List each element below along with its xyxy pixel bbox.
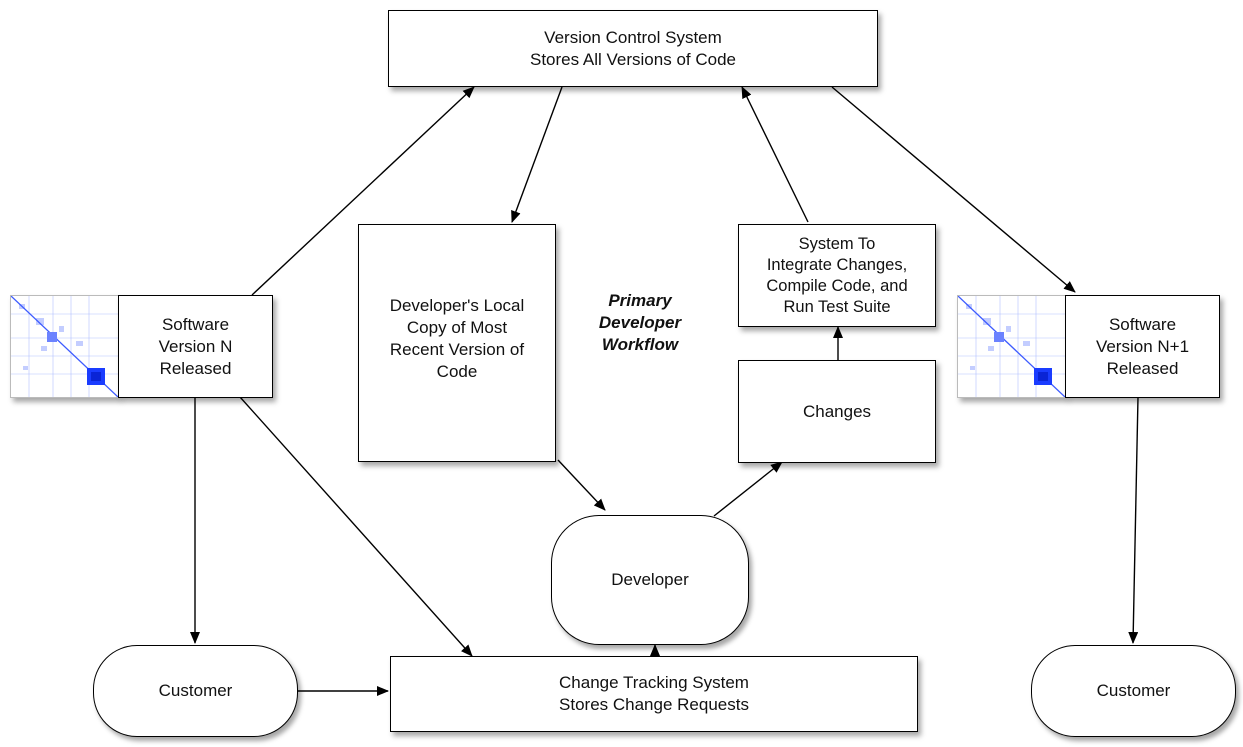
changes-label: Changes: [802, 401, 872, 421]
integrate-system-box: System To Integrate Changes, Compile Cod…: [738, 224, 936, 327]
version-n1-line-3: Released: [1106, 358, 1179, 378]
arrow-integrate-to-vcs: [741, 86, 809, 223]
customer-node-right: Customer: [1031, 645, 1236, 737]
workflow-line-2: Developer: [598, 313, 682, 332]
matrix-thumbnail-left: [10, 295, 119, 398]
workflow-line-1: Primary: [608, 291, 672, 310]
arrow-developer-to-changes: [713, 461, 783, 517]
version-n1-line-1: Software: [1108, 314, 1177, 334]
integrate-line-4: Run Test Suite: [783, 297, 891, 316]
software-version-n1-box: Software Version N+1 Released: [1065, 295, 1220, 398]
developer-node: Developer: [551, 515, 749, 645]
matrix-plot-icon: [958, 296, 1065, 397]
change-tracking-system-box: Change Tracking System Stores Change Req…: [390, 656, 918, 732]
customer-node-left: Customer: [93, 645, 298, 737]
tracking-subtitle: Stores Change Requests: [559, 695, 749, 714]
local-copy-line-2: Copy of Most: [406, 318, 508, 337]
arrow-version-n1-to-customer: [1128, 396, 1139, 644]
changes-box: Changes: [738, 360, 936, 463]
local-copy-line-4: Code: [436, 362, 478, 381]
matrix-thumbnail-right: [957, 295, 1066, 398]
integrate-line-2: Integrate Changes,: [766, 255, 908, 274]
arrow-version-n-to-vcs: [251, 86, 475, 296]
customer-right-label: Customer: [1096, 681, 1171, 700]
version-n1-line-2: Version N+1: [1095, 336, 1190, 356]
arrow-vcs-to-version-n1: [831, 86, 1076, 293]
matrix-plot-icon: [11, 296, 118, 397]
version-n-line-2: Version N: [158, 336, 233, 356]
version-control-system-box: Version Control System Stores All Versio…: [388, 10, 878, 87]
developer-label: Developer: [611, 570, 689, 589]
arrow-version-n-to-tracking: [239, 396, 473, 657]
arrow-local-copy-to-developer: [557, 459, 606, 511]
vcs-title: Version Control System: [544, 27, 722, 47]
local-copy-box: Developer's Local Copy of Most Recent Ve…: [358, 224, 556, 462]
version-n-line-1: Software: [161, 314, 230, 334]
customer-left-label: Customer: [158, 681, 233, 700]
vcs-subtitle: Stores All Versions of Code: [529, 49, 736, 69]
arrow-vcs-to-local-copy: [511, 86, 563, 223]
tracking-title: Change Tracking System: [559, 673, 749, 692]
local-copy-line-1: Developer's Local: [389, 296, 525, 315]
primary-workflow-label: Primary Developer Workflow: [580, 290, 700, 356]
integrate-line-1: System To: [798, 234, 876, 253]
software-version-n-box: Software Version N Released: [118, 295, 273, 398]
integrate-line-3: Compile Code, and: [766, 276, 908, 295]
workflow-line-3: Workflow: [601, 335, 679, 354]
local-copy-line-3: Recent Version of: [389, 340, 525, 359]
version-n-line-3: Released: [159, 358, 232, 378]
